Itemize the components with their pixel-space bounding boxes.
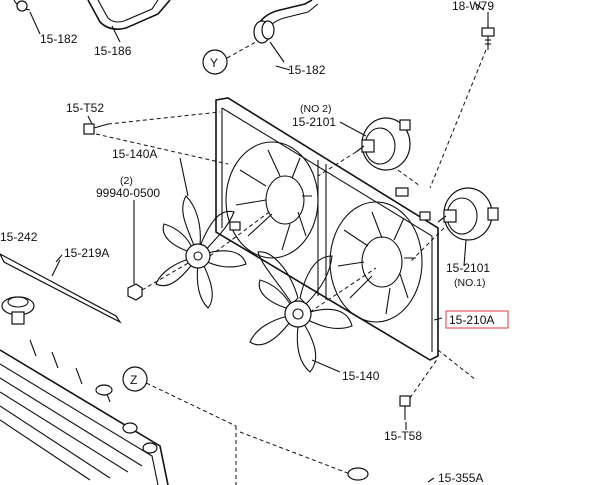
nut-99940-0500 — [127, 200, 191, 301]
bolt-15-t58 — [399, 357, 439, 420]
view-marker-y[interactable]: Y — [202, 41, 257, 75]
callout-99940-0500[interactable]: 99940-0500 — [96, 186, 160, 200]
callout-18-w79[interactable]: 18-W79 — [452, 0, 494, 13]
callout-99940-qty: (2) — [120, 175, 133, 187]
view-marker-y-label: Y — [210, 56, 218, 70]
callout-15-210a[interactable]: 15-210A — [449, 313, 494, 327]
fan-motor-no2 — [317, 117, 421, 187]
hose-clamp-15-182 — [253, 0, 319, 63]
bolt-18-w79 — [429, 12, 495, 189]
callout-15-2101-no2[interactable]: 15-2101 — [292, 115, 336, 129]
callout-15-2101-no1[interactable]: 15-2101 — [446, 261, 490, 275]
radiator-core — [0, 339, 237, 485]
fan-shroud-15-210a — [215, 97, 439, 361]
bar-15-219a — [0, 253, 122, 324]
callout-15-242[interactable]: 15-242 — [0, 230, 38, 244]
callout-labels: 15-182 15-186 15-182 18-W79 15-T52 (NO 2… — [0, 0, 509, 485]
callout-15-2101-no1-note: (NO.1) — [454, 277, 486, 289]
callout-15-219a[interactable]: 15-219A — [64, 246, 109, 260]
leader-lines — [29, 3, 485, 483]
callout-15-140[interactable]: 15-140 — [342, 369, 380, 383]
callout-15-t52[interactable]: 15-T52 — [66, 101, 104, 115]
callout-15-186[interactable]: 15-186 — [94, 44, 132, 58]
fan-motor-no1 — [409, 187, 499, 263]
callout-15-182-a[interactable]: 15-182 — [40, 32, 78, 46]
fan-blade-15-140 — [249, 251, 377, 373]
radiator-cap — [1, 296, 35, 325]
fan-blade-15-140a — [155, 195, 273, 309]
callout-15-210a-highlight — [445, 310, 509, 329]
view-marker-z[interactable]: Z — [122, 366, 148, 392]
bolt-15-t52 — [83, 111, 229, 165]
callout-15-355a[interactable]: 15-355A — [438, 471, 483, 485]
callout-15-2101-no2-note: (NO 2) — [300, 103, 332, 115]
hose-bracket-15-186 — [13, 0, 171, 30]
hose-15-355a — [239, 349, 477, 481]
callout-15-140a[interactable]: 15-140A — [112, 147, 157, 161]
view-marker-z-label: Z — [130, 373, 137, 387]
callout-15-t58[interactable]: 15-T58 — [384, 429, 422, 443]
callout-15-182-b[interactable]: 15-182 — [288, 63, 326, 77]
